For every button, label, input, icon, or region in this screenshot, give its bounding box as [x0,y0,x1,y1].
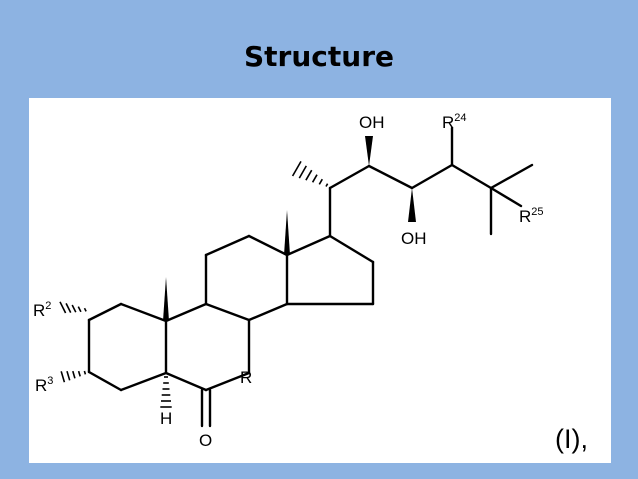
label-r25: R25 [519,206,544,226]
label-oh-top: OH [359,113,385,132]
slide-title: Structure [243,40,394,73]
ring-a [87,302,168,392]
label-r2: R2 [33,300,51,320]
side-chain [328,126,534,238]
hash-c20-methyl [291,161,329,187]
wedge-bonds [163,136,416,321]
ring-b [164,302,251,392]
carbonyl [200,388,212,428]
label-r3: R3 [35,375,53,395]
hash-r3 [60,370,87,383]
oh-wedge-top [365,136,373,166]
atom-labels: OH OH R24 R25 R2 R3 R H O [33,112,544,450]
chemical-structure-figure: OH OH R24 R25 R2 R3 R H O (I), [29,98,611,463]
hash-h [160,376,172,408]
label-r-ring: R [240,368,252,387]
steroid-structure-drawing: OH OH R24 R25 R2 R3 R H O (I), [33,112,588,454]
hash-r2 [59,301,87,314]
label-o: O [199,431,212,450]
ring-d [285,234,375,306]
ring-c [204,234,289,322]
label-h: H [160,409,172,428]
label-r24: R24 [442,112,467,132]
methyl-wedge-c10 [163,277,169,321]
methyl-wedge-c13 [284,210,290,255]
compound-number: (I), [555,424,588,454]
oh-wedge-bottom [408,188,416,222]
hash-bonds [59,161,329,408]
label-oh-bottom: OH [401,229,427,248]
